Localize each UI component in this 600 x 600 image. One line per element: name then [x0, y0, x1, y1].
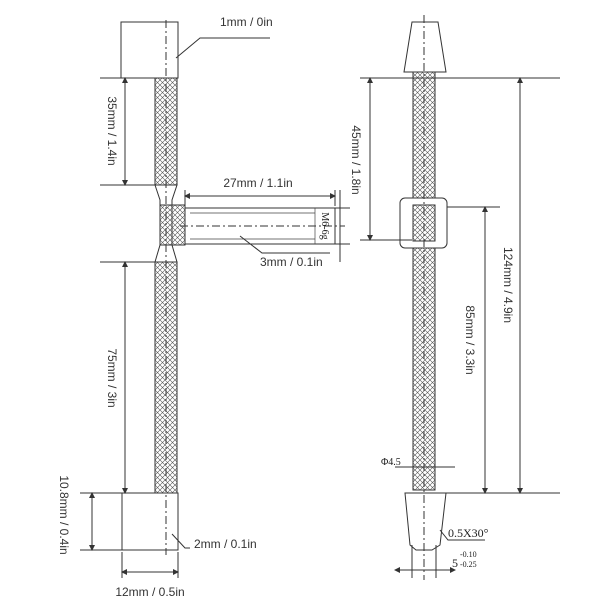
overall-dim-label: 124mm / 4.9in: [501, 247, 515, 323]
tip-diameter-label: 5: [452, 556, 458, 570]
tip-tolerance-lower: -0.25: [460, 560, 477, 569]
lower-dim-label: 85mm / 3.3in: [463, 305, 477, 374]
bottom-cap-offset-label: 2mm / 0.1in: [194, 537, 257, 551]
connector-block: [159, 204, 186, 246]
right-dimensions: 45mm / 1.8in 124mm / 4.9in 85mm / 3.3in …: [349, 77, 560, 578]
lower-rod-label: 75mm / 3in: [105, 348, 119, 407]
bottom-cap-height-label: 10.8mm / 0.4in: [57, 475, 71, 554]
bolt-offset-label: 3mm / 0.1in: [260, 255, 323, 269]
tip-tolerance-upper: -0.10: [460, 550, 477, 559]
left-dimensions: 1mm / 0in 35mm / 1.4in 27mm / 1.1in M6-6…: [57, 15, 350, 599]
thread-label: M6-6g: [319, 212, 330, 239]
rod-diameter-label: Φ4.5: [381, 457, 401, 468]
top-cone: [403, 21, 447, 73]
bottom-cap: [121, 492, 179, 551]
top-cap-label: 1mm / 0in: [220, 15, 273, 29]
bottom-cone: [404, 492, 447, 551]
right-assembly: [399, 15, 448, 580]
chamfer-label: 0.5X30°: [448, 526, 489, 540]
upper-dim-label: 45mm / 1.8in: [349, 125, 363, 194]
upper-rod-label: 35mm / 1.4in: [105, 96, 119, 165]
left-assembly: [120, 20, 345, 555]
bolt-length-label: 27mm / 1.1in: [223, 176, 292, 190]
bottom-cap-width-label: 12mm / 0.5in: [115, 585, 184, 599]
top-cap: [120, 21, 179, 79]
